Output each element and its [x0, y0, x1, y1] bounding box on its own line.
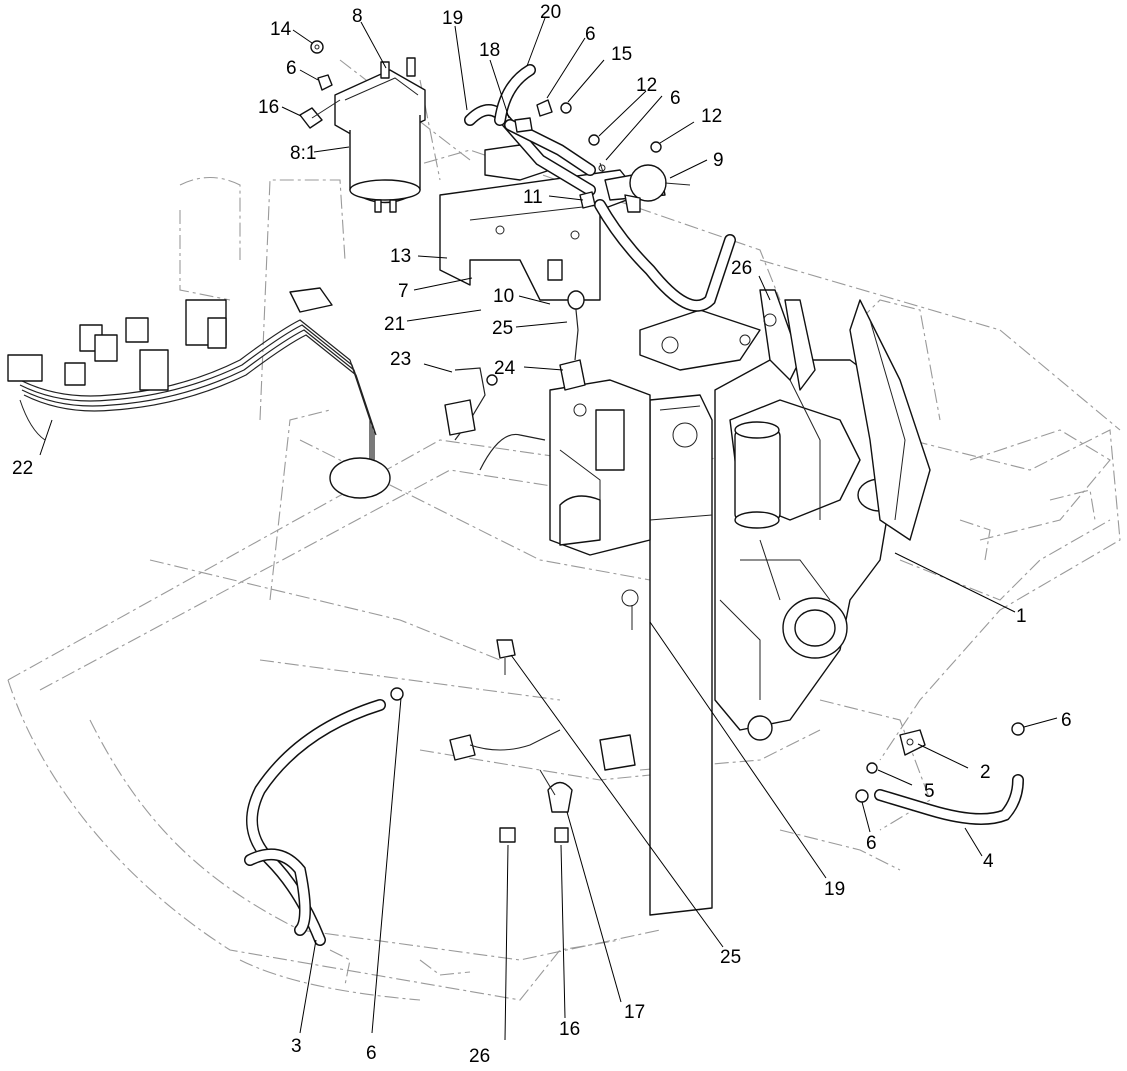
callout-label: 21 [384, 314, 405, 335]
callout-label: 3 [291, 1036, 302, 1057]
callout-label: 13 [390, 246, 411, 267]
lower-hardware [449, 589, 639, 843]
callout-label: 2 [980, 762, 991, 783]
callout-label: 5 [924, 781, 935, 802]
lower-hoses [244, 687, 1025, 946]
callout-label: 4 [983, 851, 994, 872]
upper-fuel-hoses [464, 64, 736, 312]
callout-label: 12 [636, 75, 657, 96]
callout-label: 6 [585, 24, 596, 45]
callout-label: 12 [701, 106, 722, 127]
callout-label: 14 [270, 19, 292, 40]
callout-label: 15 [611, 44, 632, 65]
callout-label: 17 [624, 1002, 645, 1023]
callout-label: 24 [494, 358, 516, 379]
callout-label: 18 [479, 40, 500, 61]
engine-assembly [639, 289, 931, 741]
leader-lines [39, 17, 1058, 1041]
battery-cable [444, 290, 586, 471]
callout-label: 10 [493, 286, 514, 307]
callout-label: 9 [713, 150, 724, 171]
callout-label: 19 [442, 8, 463, 29]
callout-label: 26 [731, 258, 752, 279]
callout-label: 26 [469, 1046, 490, 1067]
callout-label: 22 [12, 458, 33, 479]
vertical-panel [649, 394, 713, 916]
callout-label: 7 [398, 281, 409, 302]
callout-label: 6 [1061, 710, 1072, 731]
callout-labels: 14 6 16 8 8:1 19 20 6 15 18 12 6 12 9 11… [12, 2, 1072, 1067]
callout-label: 20 [540, 2, 561, 23]
callout-label: 6 [866, 833, 877, 854]
callout-label: 1 [1016, 606, 1027, 627]
callout-label: 8 [352, 6, 363, 27]
fuel-pump [579, 134, 691, 213]
callout-label: 6 [670, 88, 681, 109]
callout-label: 8:1 [290, 143, 316, 164]
wire-harness [7, 287, 391, 499]
injection-block [549, 379, 651, 556]
callout-label: 25 [492, 318, 513, 339]
callout-label: 11 [523, 187, 543, 208]
sensor-bracket [866, 729, 926, 774]
fuel-filter [334, 57, 426, 213]
callout-label: 6 [366, 1043, 377, 1064]
callout-label: 6 [286, 58, 297, 79]
callout-label: 16 [258, 97, 279, 118]
callout-label: 19 [824, 879, 845, 900]
callout-label: 23 [390, 349, 411, 370]
callout-label: 25 [720, 947, 741, 968]
filter-hardware [299, 40, 341, 129]
callout-label: 16 [559, 1019, 580, 1040]
